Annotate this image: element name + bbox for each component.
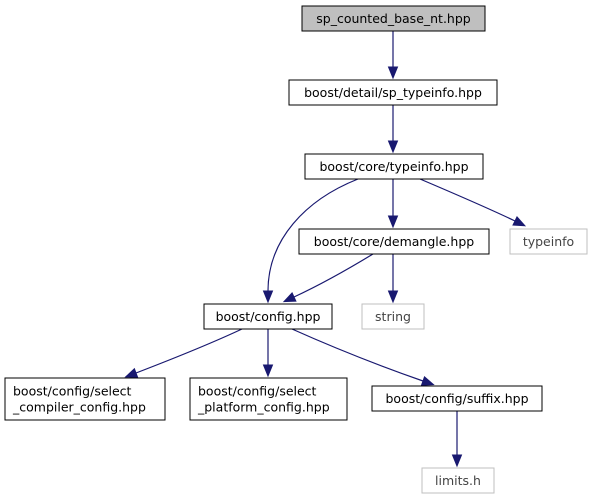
arrowhead: [451, 454, 463, 468]
arrowhead: [262, 364, 274, 378]
node-suffix[interactable]: boost/config/suffix.hpp: [371, 385, 543, 412]
node-label: _platform_config.hpp: [197, 400, 330, 415]
node-sp-typeinfo[interactable]: boost/detail/sp_typeinfo.hpp: [288, 79, 498, 106]
arrowhead: [420, 375, 435, 386]
node-box: [298, 228, 490, 255]
edge-sp_counted_base_nt-to-sp_typeinfo: [387, 31, 399, 80]
arrowhead: [124, 367, 139, 378]
node-label: typeinfo: [523, 234, 574, 249]
edge-config-to-select_compiler_config: [124, 328, 243, 378]
edge-config-to-suffix: [291, 328, 435, 386]
node-typeinfo[interactable]: typeinfo: [509, 228, 588, 255]
node-label: limits.h: [435, 473, 481, 488]
nodes-layer: sp_counted_base_nt.hpp boost/detail/sp_ty…: [4, 5, 588, 494]
edges-layer: [124, 31, 527, 468]
node-label: boost/config/select: [13, 384, 132, 399]
arrowhead: [387, 140, 399, 154]
node-label: boost/detail/sp_typeinfo.hpp: [304, 85, 482, 100]
node-sp-counted-base-nt[interactable]: sp_counted_base_nt.hpp: [301, 5, 486, 32]
node-box: [189, 377, 348, 421]
node-label: string: [375, 309, 411, 324]
node-limits-h[interactable]: limits.h: [421, 467, 495, 494]
arrowhead: [387, 290, 399, 304]
node-core-demangle[interactable]: boost/core/demangle.hpp: [298, 228, 490, 255]
edge-config-to-select_platform_config: [262, 329, 274, 378]
node-label: boost/config/select: [198, 384, 317, 399]
edge-core_demangle-to-string: [387, 254, 399, 304]
arrowhead: [387, 66, 399, 80]
node-box: [203, 303, 333, 330]
node-core-typeinfo[interactable]: boost/core/typeinfo.hpp: [304, 153, 484, 180]
edge-line: [291, 328, 424, 382]
edge-core_demangle-to-config: [282, 253, 374, 303]
node-box: [361, 303, 425, 330]
node-label: boost/core/demangle.hpp: [314, 234, 474, 249]
node-config[interactable]: boost/config.hpp: [203, 303, 333, 330]
edge-line: [135, 328, 243, 374]
arrowhead: [282, 292, 297, 303]
node-box: [421, 467, 495, 494]
node-label: sp_counted_base_nt.hpp: [316, 11, 471, 26]
node-box: [509, 228, 588, 255]
node-box: [4, 377, 166, 421]
node-box: [304, 153, 484, 180]
node-select-platform-config[interactable]: boost/config/select_platform_config.hpp: [189, 377, 348, 421]
node-box: [301, 5, 486, 32]
edge-suffix-to-limits_h: [451, 411, 463, 468]
node-box: [288, 79, 498, 106]
edge-line: [293, 253, 374, 298]
node-label: boost/core/typeinfo.hpp: [319, 159, 468, 174]
node-label: boost/config.hpp: [216, 309, 321, 324]
edge-core_typeinfo-to-core_demangle: [387, 179, 399, 229]
arrowhead: [387, 215, 399, 229]
node-string[interactable]: string: [361, 303, 425, 330]
node-select-compiler-config[interactable]: boost/config/select_compiler_config.hpp: [4, 377, 166, 421]
node-label: boost/config/suffix.hpp: [386, 391, 529, 406]
edge-core_typeinfo-to-typeinfo: [419, 178, 527, 227]
edge-sp_typeinfo-to-core_typeinfo: [387, 105, 399, 154]
edge-line: [419, 178, 516, 222]
node-box: [371, 385, 543, 412]
arrowhead: [512, 216, 527, 227]
edge-line: [267, 178, 359, 292]
arrowhead: [262, 290, 274, 304]
node-label: _compiler_config.hpp: [12, 400, 146, 415]
edge-core_typeinfo-to-config: [262, 178, 359, 304]
